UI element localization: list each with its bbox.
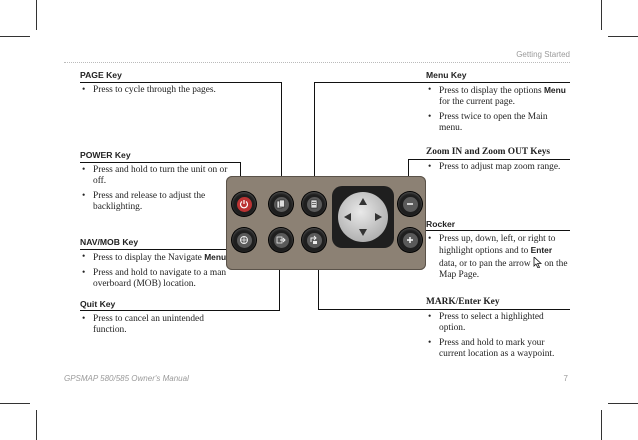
- leader-line: [80, 310, 280, 311]
- menu-key[interactable]: [302, 192, 326, 216]
- power-key-title: POWER Key: [80, 150, 131, 160]
- mark-key-bullet: Press and hold to mark your current loca…: [426, 338, 571, 360]
- menu-text: Press to display the options: [439, 86, 542, 96]
- menu-text: for the current page.: [439, 97, 516, 107]
- rocker-disc: [338, 192, 388, 242]
- leader-line: [318, 252, 319, 309]
- quit-key[interactable]: [269, 228, 293, 252]
- crop-mark: [601, 0, 602, 30]
- leader-line: [314, 82, 570, 83]
- crop-mark: [601, 410, 602, 440]
- leader-line: [314, 82, 315, 186]
- enter-keyword: Enter: [530, 245, 553, 255]
- navmob-text: Press to display the Navigate: [93, 253, 202, 263]
- zoom-keys-title: Zoom IN and Zoom OUT Keys: [426, 147, 551, 157]
- crop-mark: [608, 36, 638, 37]
- nav-mob-key[interactable]: [232, 228, 256, 252]
- menu-key-title: Menu Key: [426, 70, 467, 80]
- rocker-arrows-icon: [344, 198, 382, 236]
- zoom-keys-bullet: Press to adjust map zoom range.: [426, 162, 574, 173]
- crop-mark: [36, 0, 37, 30]
- page-icon: [276, 199, 285, 209]
- power-icon: [239, 200, 249, 209]
- menu-icon: [310, 199, 318, 209]
- navmob-key-title: NAV/MOB Key: [80, 237, 139, 247]
- footer-page-number: 7: [563, 374, 568, 383]
- zoom-keys-block: Zoom IN and Zoom OUT Keys Press to adjus…: [426, 147, 574, 177]
- header-rule: [64, 62, 570, 63]
- quit-key-block: Quit Key Press to cancel an unintended f…: [80, 299, 230, 340]
- crop-mark: [0, 403, 30, 404]
- mark-key-title: MARK/Enter Key: [426, 297, 500, 307]
- arrow-pointer-icon: [533, 256, 543, 269]
- page-key-title: PAGE Key: [80, 70, 122, 80]
- zoom-in-key[interactable]: [398, 228, 422, 252]
- leader-line: [80, 82, 230, 83]
- power-key-bullet: Press and hold to turn the unit on or of…: [80, 165, 232, 187]
- keypad-illustration: [226, 176, 426, 270]
- page-key-block: PAGE Key Press to cycle through the page…: [80, 70, 230, 100]
- rocker-text: on the Map Page.: [439, 259, 568, 280]
- leader-line: [230, 82, 282, 83]
- leader-line: [281, 82, 282, 186]
- rocker-text: data, or to pan the arrow: [439, 259, 531, 269]
- quit-key-bullet: Press to cancel an unintended function.: [80, 314, 230, 336]
- mark-icon: [310, 235, 317, 244]
- rocker-bullet: Press up, down, left, or right to highli…: [426, 234, 571, 281]
- rocker-block: Rocker Press up, down, left, or right to…: [426, 219, 571, 285]
- mark-key-bullet: Press to select a highlighted option.: [426, 312, 571, 334]
- navmob-key-bullet: Press and hold to navigate to a man over…: [80, 268, 235, 290]
- crop-mark: [0, 36, 30, 37]
- crop-mark: [608, 403, 638, 404]
- leader-line: [408, 159, 570, 160]
- quit-key-title: Quit Key: [80, 299, 116, 309]
- navmob-key-block: NAV/MOB Key Press to display the Navigat…: [80, 237, 235, 294]
- power-key-bullet: Press and release to adjust the backligh…: [80, 191, 232, 213]
- menu-key-bullet: Press to display the options Menu for th…: [426, 85, 571, 108]
- menu-key-block: Menu Key Press to display the options Me…: [426, 70, 571, 138]
- power-key[interactable]: [232, 192, 256, 216]
- plus-icon: [407, 237, 413, 243]
- leader-line: [80, 249, 244, 250]
- page-key[interactable]: [269, 192, 293, 216]
- menu-key-bullet: Press twice to open the Main menu.: [426, 112, 571, 134]
- navmob-key-bullet: Press to display the Navigate Menu.: [80, 252, 235, 264]
- menu-keyword: Menu: [543, 85, 566, 95]
- crop-mark: [36, 410, 37, 440]
- leader-line: [408, 159, 409, 191]
- leader-line: [279, 250, 280, 311]
- leader-line: [80, 162, 240, 163]
- rocker-title: Rocker: [426, 219, 456, 229]
- menu-keyword: Menu: [204, 252, 227, 262]
- quit-icon: [276, 236, 286, 244]
- footer-manual-title: GPSMAP 580/585 Owner's Manual: [64, 374, 189, 383]
- leader-line: [318, 309, 570, 310]
- page-key-bullet: Press to cycle through the pages.: [80, 85, 230, 96]
- power-key-block: POWER Key Press and hold to turn the uni…: [80, 150, 232, 217]
- leader-line: [388, 230, 570, 231]
- rocker-key[interactable]: [332, 186, 394, 248]
- leader-line: [240, 162, 241, 186]
- mark-key-block: MARK/Enter Key Press to select a highlig…: [426, 297, 571, 364]
- minus-icon: [407, 203, 413, 205]
- mark-enter-key[interactable]: [302, 228, 326, 252]
- section-header: Getting Started: [516, 50, 570, 59]
- nav-mob-icon: [240, 236, 248, 244]
- zoom-out-key[interactable]: [398, 192, 422, 216]
- rocker-text: Press up, down, left, or right to highli…: [439, 234, 556, 256]
